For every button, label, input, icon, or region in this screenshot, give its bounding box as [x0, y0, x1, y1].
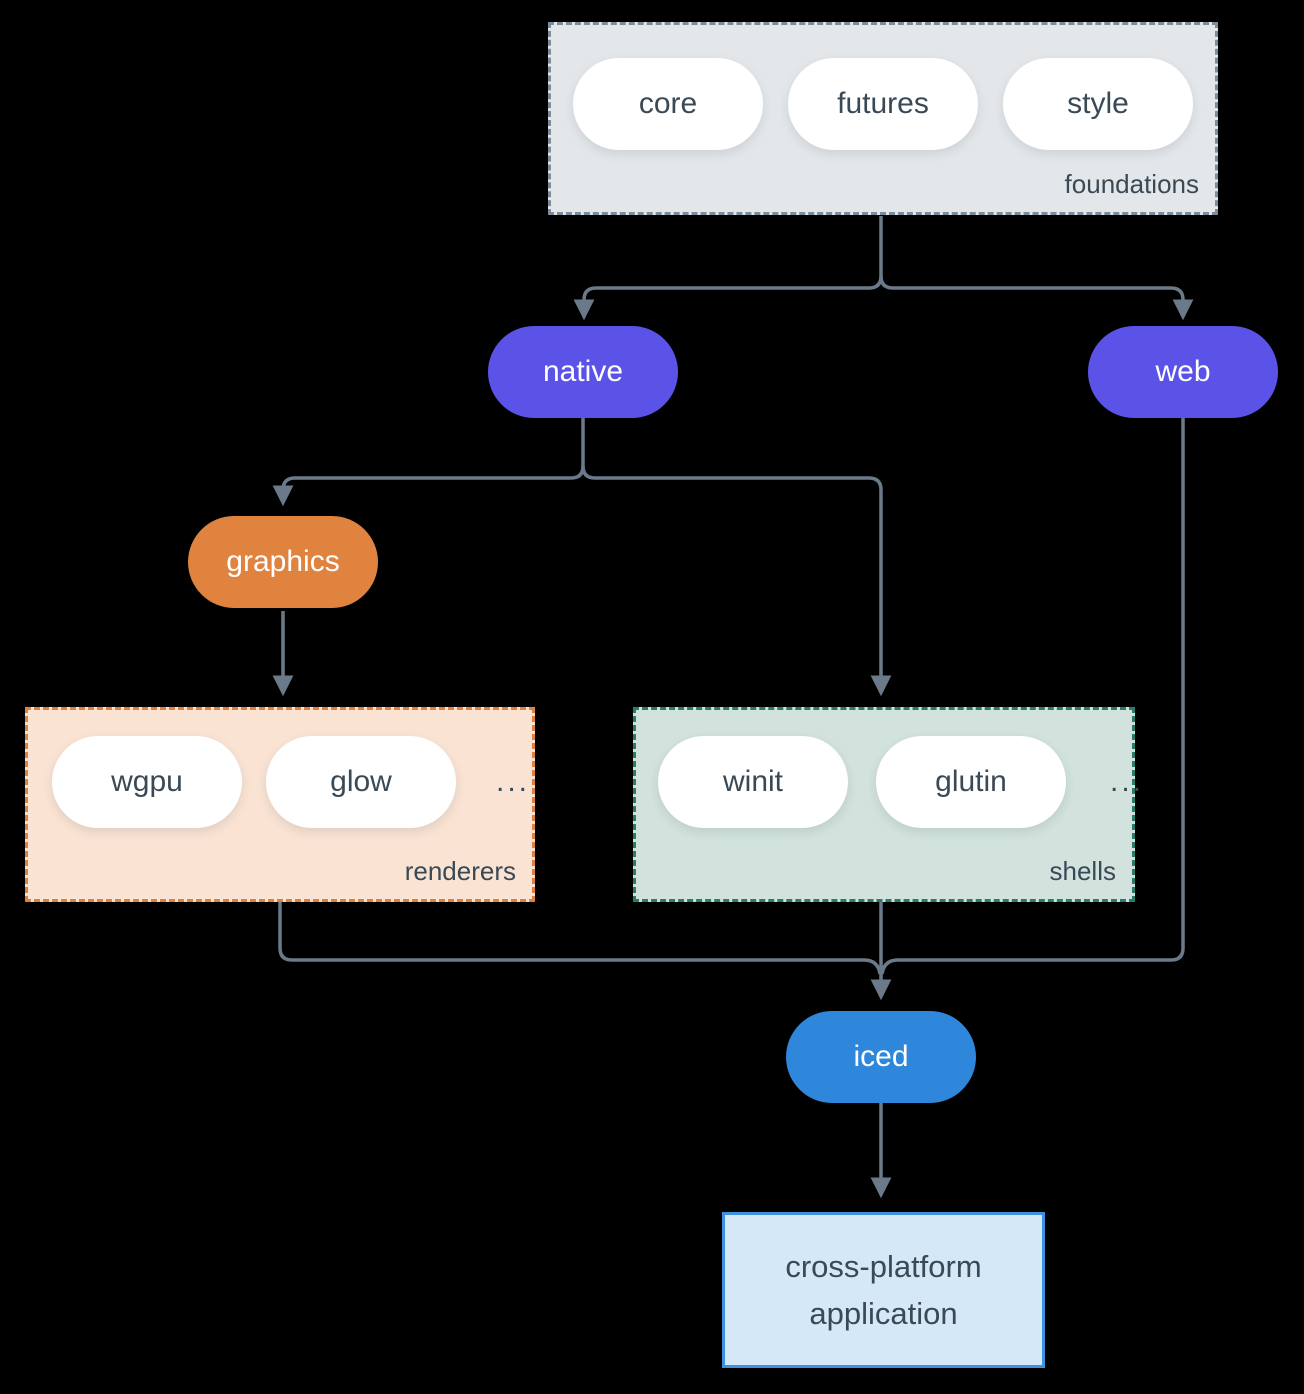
- shells-pill-row: winit glutin ...: [658, 736, 1144, 828]
- node-glow: glow: [266, 736, 456, 828]
- application-label-line2: application: [809, 1296, 958, 1331]
- edge-renderers-merge: [278, 902, 882, 975]
- node-futures: futures: [788, 58, 978, 150]
- shells-label: shells: [1049, 856, 1116, 886]
- node-graphics: graphics: [188, 516, 378, 608]
- node-style: style: [1003, 58, 1193, 150]
- node-core: core: [573, 58, 763, 150]
- shells-group: winit glutin ... shells: [633, 707, 1141, 902]
- node-iced: iced: [786, 1011, 976, 1103]
- foundations-label: foundations: [1064, 169, 1199, 199]
- renderers-group: wgpu glow ... renderers: [25, 707, 535, 902]
- edge-native-graphics: [272, 418, 585, 507]
- application-label-line1: cross-platform: [785, 1249, 982, 1284]
- foundations-group: core futures style foundations: [548, 22, 1218, 215]
- renderers-pill-row: wgpu glow ...: [52, 736, 530, 828]
- renderers-label: renderers: [404, 856, 516, 886]
- node-wgpu: wgpu: [52, 736, 242, 828]
- node-winit: winit: [658, 736, 848, 828]
- edge-web-merge: [880, 418, 1185, 975]
- node-glutin: glutin: [876, 736, 1066, 828]
- edge-native-shells: [581, 465, 892, 697]
- node-native: native: [488, 326, 678, 418]
- node-application: cross-platform application: [722, 1212, 1045, 1368]
- edge-foundations-web: [879, 275, 1194, 321]
- node-web: web: [1088, 326, 1278, 418]
- edge-foundations-native: [573, 216, 883, 321]
- foundations-pill-row: core futures style: [573, 58, 1193, 150]
- renderers-ellipsis: ...: [496, 765, 531, 798]
- shells-ellipsis: ...: [1110, 765, 1145, 798]
